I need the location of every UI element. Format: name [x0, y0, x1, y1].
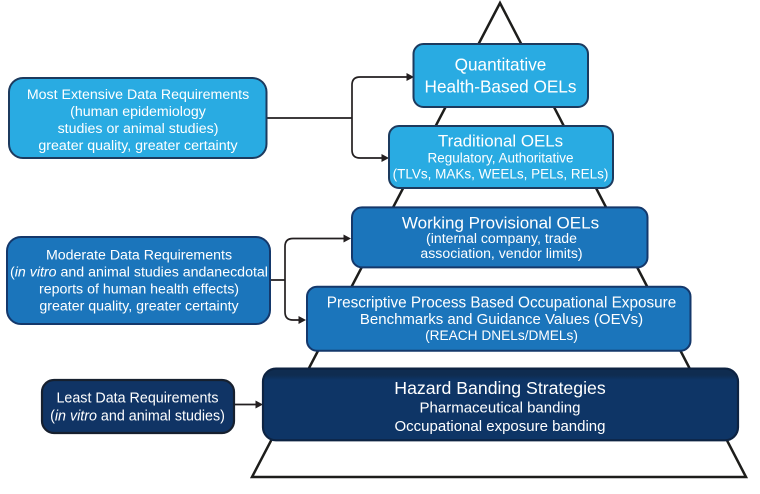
svg-text:Pharmaceutical banding: Pharmaceutical banding — [420, 399, 581, 416]
svg-text:(TLVs, MAKs, WEELs, PELs, RELs: (TLVs, MAKs, WEELs, PELs, RELs) — [393, 167, 609, 182]
svg-text:greater quality, greater certa: greater quality, greater certainty — [39, 299, 239, 315]
svg-text:Benchmarks and Guidance Values: Benchmarks and Guidance Values (OEVs) — [360, 311, 643, 328]
svg-text:Occupational exposure banding: Occupational exposure banding — [395, 418, 606, 435]
svg-text:Working Provisional OELs: Working Provisional OELs — [402, 214, 599, 233]
svg-text:Least Data Requirements: Least Data Requirements — [56, 391, 218, 407]
svg-text:(in vitro and animal studies a: (in vitro and animal studies andanecdota… — [10, 265, 268, 281]
svg-text:(REACH DNELs/DMELs): (REACH DNELs/DMELs) — [425, 328, 578, 343]
svg-text:Quantitative: Quantitative — [455, 55, 547, 75]
svg-text:Regulatory, Authoritative: Regulatory, Authoritative — [427, 151, 573, 166]
svg-text:Health-Based OELs: Health-Based OELs — [425, 76, 577, 96]
svg-text:studies or animal studies): studies or animal studies) — [58, 121, 219, 137]
svg-text:Most Extensive Data Requiremen: Most Extensive Data Requirements — [27, 87, 249, 103]
svg-text:greater quality, greater certa: greater quality, greater certainty — [38, 138, 238, 154]
svg-text:association, vendor limits): association, vendor limits) — [420, 245, 582, 261]
svg-text:Prescriptive Process Based Occ: Prescriptive Process Based Occupational … — [327, 294, 676, 311]
svg-text:Hazard Banding Strategies: Hazard Banding Strategies — [394, 378, 606, 398]
svg-text:Traditional OELs: Traditional OELs — [438, 132, 563, 151]
svg-text:Moderate Data Requirements: Moderate Data Requirements — [46, 248, 232, 264]
svg-text:reports of human health effect: reports of human health effects) — [39, 282, 239, 298]
svg-text:(in vitro and animal studies): (in vitro and animal studies) — [50, 409, 225, 425]
svg-text:(internal company, trade: (internal company, trade — [426, 230, 577, 246]
svg-text:(human epidemiology: (human epidemiology — [70, 104, 207, 120]
